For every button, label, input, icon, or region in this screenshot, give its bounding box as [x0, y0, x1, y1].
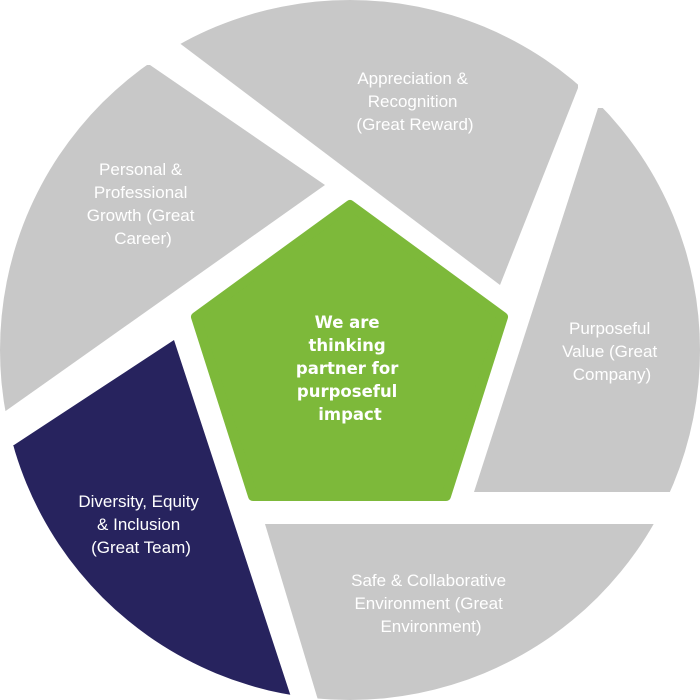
label-purposeful-value: Purposeful Value (Great Company) [562, 319, 662, 384]
segment-purposeful-value [474, 108, 700, 492]
label-safe-collaborative-environment: Safe & Collaborative Environment (Great … [351, 571, 511, 636]
center-statement: We are thinking partner for purposeful i… [296, 313, 404, 424]
segment-personal-professional-growth [0, 65, 325, 415]
label-diversity-equity-inclusion: Diversity, Equity & Inclusion (Great Tea… [78, 492, 203, 557]
center-pentagon [191, 200, 508, 501]
segment-appreciation-recognition [178, 0, 578, 285]
label-appreciation-recognition: Appreciation & Recognition (Great Reward… [356, 69, 473, 134]
label-personal-professional-growth: Personal & Professional Growth (Great Ca… [87, 160, 199, 248]
